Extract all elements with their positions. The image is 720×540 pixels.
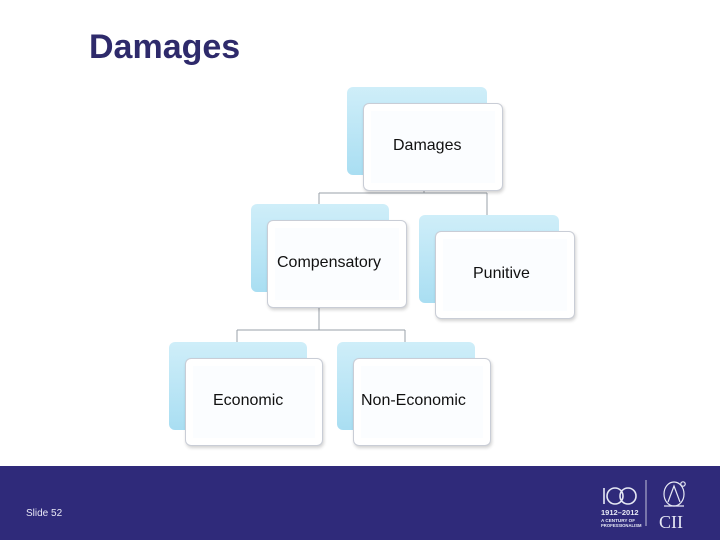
node-non-economic-label: Non-Economic	[361, 392, 466, 409]
node-punitive: Punitive	[419, 215, 575, 319]
slide-title: Damages	[89, 28, 241, 66]
node-compensatory-card	[267, 220, 407, 308]
node-economic-label: Economic	[213, 392, 284, 409]
node-damages-card	[363, 103, 503, 191]
svg-text:CII: CII	[659, 512, 683, 532]
node-non-economic-card	[353, 358, 491, 446]
svg-text:1912–2012: 1912–2012	[601, 508, 639, 517]
node-non-economic: Non-Economic	[337, 342, 493, 446]
node-compensatory: Compensatory	[251, 204, 407, 308]
node-damages: Damages	[347, 87, 503, 191]
svg-text:A CENTURY OF: A CENTURY OF	[601, 518, 635, 523]
node-punitive-label: Punitive	[473, 265, 530, 282]
node-damages-label: Damages	[393, 137, 462, 154]
node-economic: Economic	[169, 342, 325, 446]
node-punitive-card	[435, 231, 575, 319]
svg-text:PROFESSIONALISM: PROFESSIONALISM	[601, 523, 642, 528]
footer-band: Slide 52	[0, 466, 720, 540]
node-compensatory-label: Compensatory	[277, 254, 382, 271]
slide-number: Slide 52	[26, 508, 63, 519]
cii-centenary-logo: 1912–2012 A CENTURY OF PROFESSIONALISM C…	[601, 480, 686, 532]
node-economic-card	[185, 358, 323, 446]
